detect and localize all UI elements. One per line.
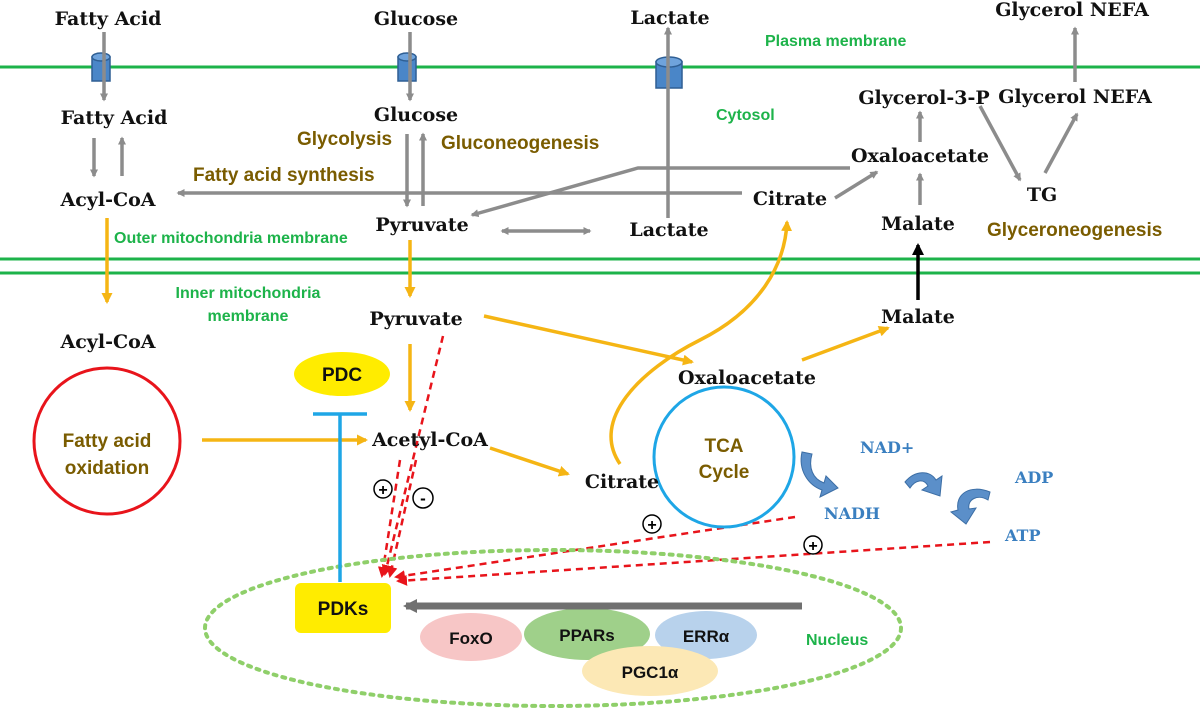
nadh-label: NADH — [824, 504, 880, 523]
acetylcoa-to-citrate-arrow — [489, 446, 570, 477]
tca-label-1: TCA — [704, 436, 743, 457]
oxaloacetate-to-pyruvate-arrow — [470, 166, 850, 218]
outer-mito-membrane-label: Outer mitochondria membrane — [114, 230, 348, 247]
nadh-regulates-pdks-arrow — [394, 515, 796, 582]
fatty-acid-oxidation-circle — [32, 366, 182, 516]
nad-to-nadh-curved-arrow-icon — [800, 451, 839, 498]
pdc-label: PDC — [322, 365, 362, 386]
citrate-cyto-label: Citrate — [753, 188, 827, 210]
pyruvate-cyto-label: Pyruvate — [375, 214, 468, 236]
oxaloacetate-to-malate-arrow — [801, 325, 890, 362]
oxaloacetate-mito-label: Oxaloacetate — [678, 367, 816, 389]
tca-label-2: Cycle — [699, 462, 750, 483]
minus-sign-acetylcoa: - — [412, 487, 434, 509]
atp-regulates-pdks-arrow — [396, 540, 991, 586]
foxo-label: FoxO — [449, 629, 492, 648]
citrate-export-arrow — [609, 220, 793, 465]
fatty-acid-oxidation-label-2: oxidation — [65, 458, 149, 479]
glucose-cyto-label: Glucose — [374, 104, 458, 126]
tca-cycle-circle — [652, 385, 796, 529]
inner-mito-membrane-label-1: Inner mitochondria — [176, 285, 321, 302]
svg-text:+: + — [378, 482, 387, 499]
glucose-ext-label: Glucose — [374, 8, 458, 30]
fatty-acid-synthesis-label: Fatty acid synthesis — [193, 165, 375, 186]
oxaloacetate-cyto-label: Oxaloacetate — [851, 145, 989, 167]
plus-sign-acetylcoa: + — [373, 479, 393, 499]
glucose-transporter-icon — [397, 52, 417, 82]
inner-mito-membrane-label-2: membrane — [208, 308, 289, 325]
citrate-to-oxaloacetate-arrow — [834, 170, 879, 200]
acyl-coa-mito-label: Acyl-CoA — [60, 331, 156, 353]
fatty-acid-oxidation-label-1: Fatty acid — [63, 431, 152, 452]
glycerol3p-to-tg-arrow — [978, 105, 1022, 182]
malate-mito-label: Malate — [881, 306, 955, 328]
nucleus-label: Nucleus — [806, 632, 868, 649]
svg-text:+: + — [647, 517, 656, 534]
plus-sign-nadh: + — [642, 514, 662, 534]
glycerol-3p-label: Glycerol-3-P — [858, 87, 989, 109]
pgc1a-ellipse — [582, 646, 718, 696]
adp-label: ADP — [1014, 468, 1053, 487]
pyruvate-regulates-pdks-arrow — [381, 335, 445, 576]
citrate-mito-label: Citrate — [585, 471, 659, 493]
atp-label: ATP — [1004, 526, 1040, 545]
lactate-ext-label: Lactate — [630, 7, 709, 29]
adp-atp-curved-arrow-icon — [949, 488, 991, 525]
fatty-acid-cyto-label: Fatty Acid — [61, 107, 168, 129]
glyceroneogenesis-label: Glyceroneogenesis — [987, 220, 1162, 241]
svg-text:+: + — [808, 538, 817, 555]
pdks-box — [295, 583, 391, 633]
lactate-cyto-label: Lactate — [629, 219, 708, 241]
erra-ellipse — [655, 611, 757, 659]
tg-label: TG — [1027, 184, 1057, 206]
plasma-membrane-label: Plasma membrane — [765, 33, 907, 50]
pyruvate-mito-label: Pyruvate — [369, 308, 462, 330]
glycerol-nefa-cyto-label: Glycerol NEFA — [998, 86, 1152, 108]
acyl-coa-cyto-label: Acyl-CoA — [60, 189, 156, 211]
fatty-acid-ext-label: Fatty Acid — [55, 8, 162, 30]
acetylcoa-regulates-pdks-arrow-1 — [377, 459, 402, 578]
nad-plus-label: NAD+ — [860, 438, 914, 457]
ppars-ellipse — [524, 608, 650, 660]
glycolysis-label: Glycolysis — [297, 129, 392, 150]
fatty-acid-transporter-icon — [91, 52, 111, 82]
svg-text:-: - — [420, 489, 426, 508]
foxo-ellipse — [420, 613, 522, 661]
ppars-label: PPARs — [559, 626, 614, 645]
malate-cyto-label: Malate — [881, 213, 955, 235]
pdc-ellipse — [294, 352, 390, 396]
nadh-nad-cycle-curved-arrow-icon — [904, 472, 943, 497]
cytosol-label: Cytosol — [716, 107, 775, 124]
glycerol-nefa-ext-label: Glycerol NEFA — [995, 0, 1149, 21]
tg-to-glycerol-nefa-arrow — [1043, 112, 1079, 174]
plus-sign-atp: + — [803, 535, 823, 555]
nucleus-boundary — [203, 548, 903, 708]
pgc1a-label: PGC1α — [622, 663, 679, 682]
pdks-label: PDKs — [318, 599, 369, 620]
erra-label: ERRα — [683, 627, 730, 646]
gluconeogenesis-label: Gluconeogenesis — [441, 133, 599, 154]
pyruvate-to-oxaloacetate-arrow — [483, 314, 694, 366]
acetyl-coa-label: Acetyl-CoA — [371, 429, 488, 451]
